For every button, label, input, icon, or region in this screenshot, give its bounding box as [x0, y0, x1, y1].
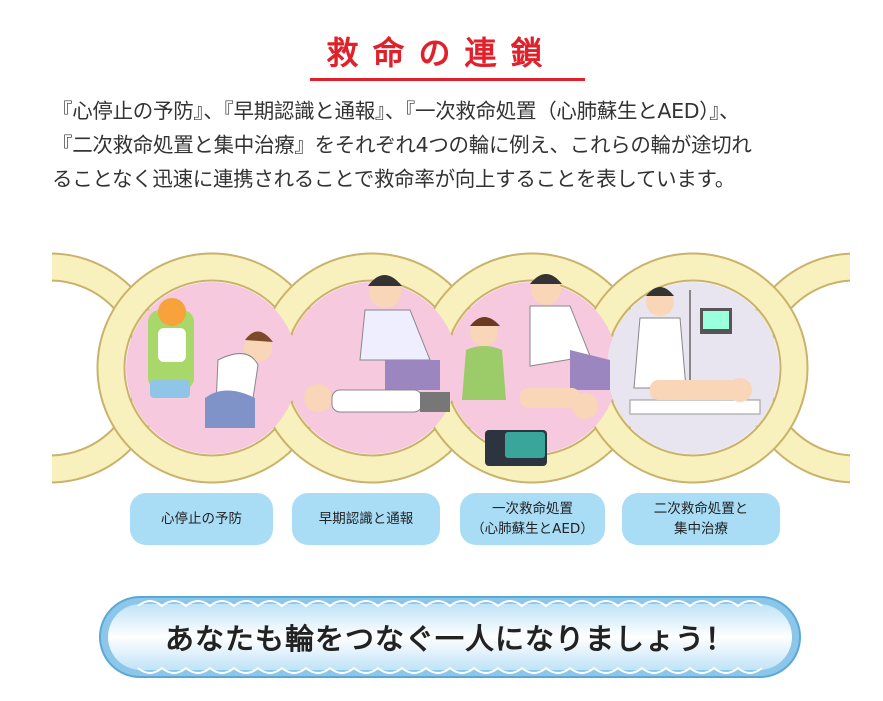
doctor-figure: [633, 287, 687, 389]
label-basic-life-support: 一次救命処置 （心肺蘇生とAED）: [460, 493, 605, 545]
label-prevention: 心停止の予防: [130, 493, 273, 545]
caller-figure: [359, 275, 440, 390]
label-line: 二次救命処置と: [653, 501, 749, 517]
description-line: ることなく迅速に連携されることで救命率が向上することを表しています。: [52, 167, 735, 191]
label-line: 集中治療: [674, 521, 728, 537]
woman-chest-pain-figure: [205, 331, 273, 428]
description-line: 『心停止の予防』、『早期認識と通報』、『一次救命処置（心肺蘇生とAED）』、: [52, 99, 740, 123]
description: 『心停止の予防』、『早期認識と通報』、『一次救命処置（心肺蘇生とAED）』、 『…: [52, 94, 862, 196]
child-car-seat-figure: [148, 298, 194, 398]
patient-figure: [520, 388, 598, 419]
chain-of-survival-illustration: [52, 252, 850, 484]
label-line: 心停止の予防: [161, 511, 242, 527]
collapsed-person-figure: [304, 384, 450, 413]
label-line: 早期認識と通報: [318, 511, 414, 527]
cpr-rescuer-figure: [529, 274, 610, 390]
scene-hospital-care: [607, 282, 779, 454]
title-underline: [310, 78, 585, 81]
label-recognition-call: 早期認識と通報: [292, 493, 440, 545]
description-line: 『二次救命処置と集中治療』をそれぞれ4つの輪に例え、これらの輪が途切れ: [52, 133, 752, 157]
label-line: 一次救命処置: [491, 501, 573, 517]
page-title: 救命の連鎖: [326, 34, 557, 72]
call-to-action-banner: あなたも輪をつなぐ一人になりましょう！: [164, 622, 735, 656]
banner-background: [99, 596, 801, 678]
label-advanced-care: 二次救命処置と集中治療: [622, 493, 780, 545]
hospital-bed-patient: [629, 378, 761, 415]
aed-device: [485, 430, 547, 466]
aed-helper-figure: [462, 317, 506, 400]
medical-monitor: [689, 290, 732, 390]
label-line: （心肺蘇生とAED）: [471, 521, 594, 537]
